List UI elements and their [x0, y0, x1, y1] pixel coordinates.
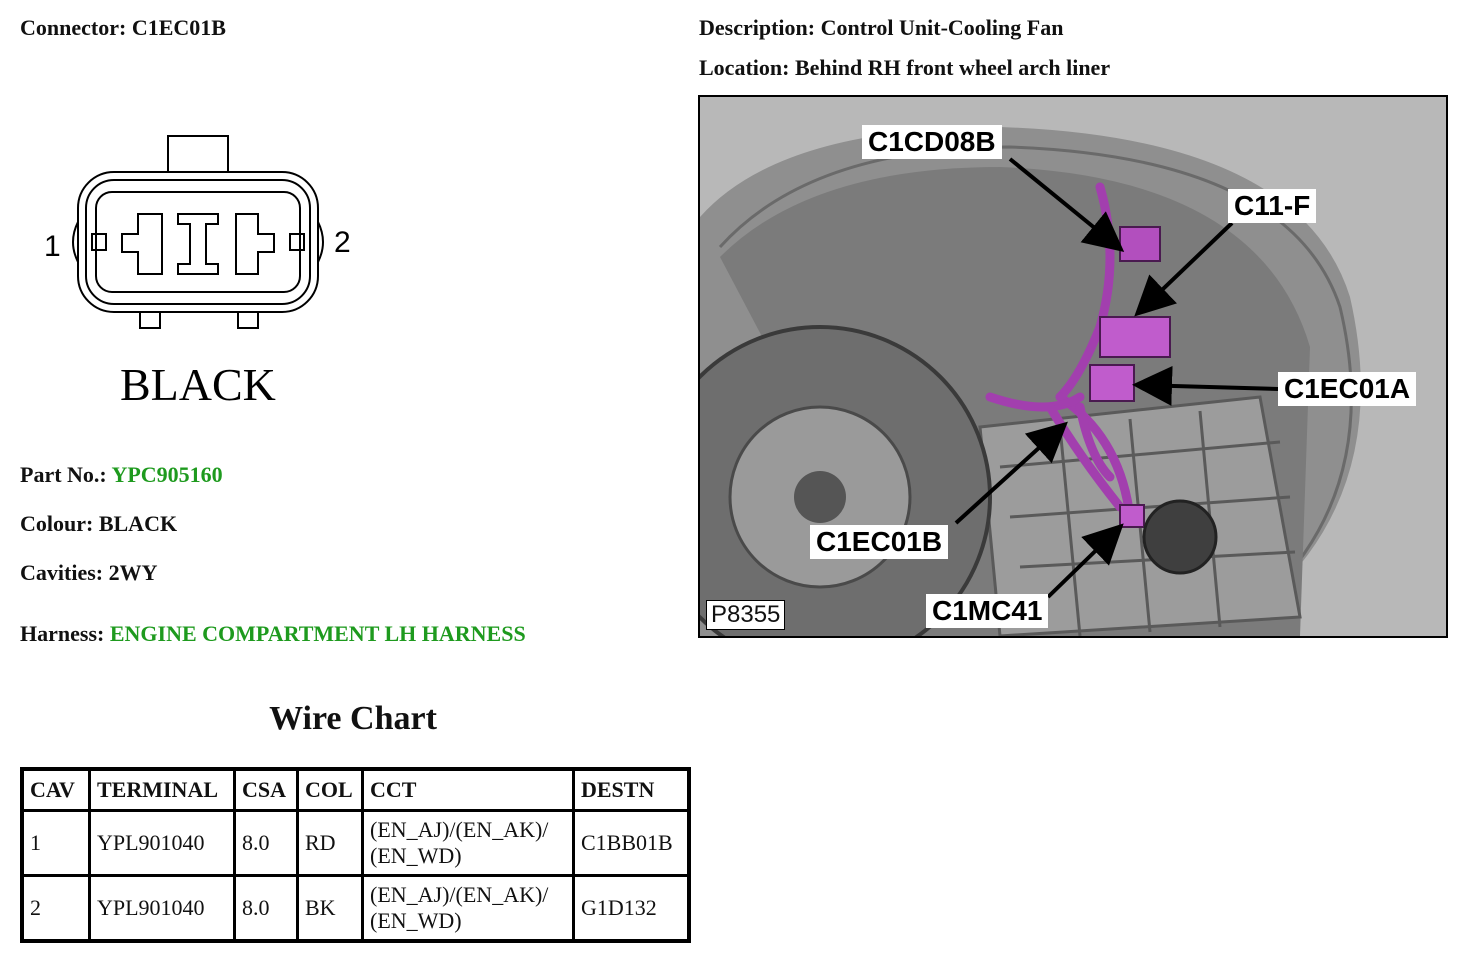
fender-panel — [700, 97, 1446, 636]
connector-housing-inner — [95, 191, 301, 293]
cell-csa: 8.0 — [233, 809, 299, 877]
header-destn: DESTN — [572, 767, 691, 812]
cell-terminal: YPL901040 — [88, 809, 236, 877]
connector-line: Connector: C1EC01B — [20, 15, 226, 41]
connector-housing-mid — [85, 179, 311, 305]
cavities-value: 2WY — [108, 560, 158, 585]
callout-c1ec01a: C1EC01A — [1278, 372, 1417, 406]
pin-2-label: 2 — [334, 226, 351, 259]
right-key — [289, 233, 305, 251]
connector-label: Connector: — [20, 15, 127, 40]
cell-destn: C1BB01B — [572, 809, 691, 877]
pin-1-label: 1 — [44, 230, 61, 263]
photo-reference-label: P8355 — [706, 600, 786, 630]
table-row: 2 YPL901040 8.0 BK (EN_AJ)/(EN_AK)/ (EN_… — [20, 874, 691, 943]
table-header-row: CAV TERMINAL CSA COL CCT DESTN — [20, 767, 691, 812]
connector-c11-f — [1099, 316, 1171, 358]
cavities-line: Cavities: 2WY — [20, 560, 157, 586]
cell-terminal: YPL901040 — [88, 874, 236, 943]
header-terminal: TERMINAL — [88, 767, 236, 812]
left-key — [91, 233, 107, 251]
location-photo-illustration — [700, 97, 1446, 636]
header-cav: CAV — [20, 767, 91, 812]
callout-c1cd08b: C1CD08B — [862, 125, 1002, 159]
callout-c11-f: C11-F — [1228, 189, 1317, 223]
connector-value: C1EC01B — [131, 15, 226, 40]
connector-c1mc41 — [1119, 504, 1145, 528]
part-no-line: Part No.: YPC905160 — [20, 462, 223, 488]
diagram-colour-text: BLACK — [120, 359, 276, 410]
cell-cav: 1 — [20, 809, 91, 877]
cavity-center — [177, 213, 219, 275]
cell-cct: (EN_AJ)/(EN_AK)/ (EN_WD) — [361, 874, 575, 943]
cavities-label: Cavities: — [20, 560, 104, 585]
part-no-label: Part No.: — [20, 462, 107, 487]
colour-value: BLACK — [98, 511, 178, 536]
location-photo: C1CD08B C11-F C1EC01A C1EC01B C1MC41 P83… — [698, 95, 1448, 638]
location-line: Location: Behind RH front wheel arch lin… — [699, 55, 1110, 81]
callout-c1mc41: C1MC41 — [926, 594, 1049, 628]
location-value: Behind RH front wheel arch liner — [794, 55, 1111, 80]
location-label: Location: — [699, 55, 790, 80]
harness-label: Harness: — [20, 621, 105, 646]
cell-col: RD — [296, 809, 364, 877]
cct-line-2: (EN_WD) — [370, 843, 462, 868]
colour-label: Colour: — [20, 511, 94, 536]
header-csa: CSA — [233, 767, 299, 812]
cell-cct: (EN_AJ)/(EN_AK)/ (EN_WD) — [361, 809, 575, 877]
cell-destn: G1D132 — [572, 874, 691, 943]
hub-center — [794, 471, 846, 523]
cell-csa: 8.0 — [233, 874, 299, 943]
header-cct: CCT — [361, 767, 575, 812]
cavity-2 — [235, 213, 275, 275]
leader-arrows — [954, 157, 1279, 599]
cct-line-1: (EN_AJ)/(EN_AK)/ — [370, 882, 549, 907]
wire-chart-table: CAV TERMINAL CSA COL CCT DESTN 1 YPL9010… — [20, 767, 691, 943]
harness-line: Harness: ENGINE COMPARTMENT LH HARNESS — [20, 621, 526, 647]
right-bump — [317, 221, 324, 263]
connector-face-diagram: 1 2 BLACK — [44, 135, 351, 410]
part-no-link[interactable]: YPC905160 — [111, 462, 223, 487]
harness-link[interactable]: ENGINE COMPARTMENT LH HARNESS — [109, 621, 526, 646]
connector-housing-outer — [77, 171, 319, 313]
description-label: Description: — [699, 15, 816, 40]
connector-c1ec01a — [1089, 364, 1135, 402]
table-row: 1 YPL901040 8.0 RD (EN_AJ)/(EN_AK)/ (EN_… — [20, 809, 691, 877]
description-line: Description: Control Unit-Cooling Fan — [699, 15, 1063, 41]
callout-c1ec01b: C1EC01B — [810, 525, 949, 559]
foot-left — [139, 311, 161, 329]
colour-line: Colour: BLACK — [20, 511, 177, 537]
connector-c1cd08b — [1119, 226, 1161, 262]
description-value: Control Unit-Cooling Fan — [820, 15, 1064, 40]
left-bump — [72, 221, 79, 263]
cell-cav: 2 — [20, 874, 91, 943]
foot-right — [237, 311, 259, 329]
connector-latch — [167, 135, 229, 172]
cct-line-1: (EN_AJ)/(EN_AK)/ — [370, 817, 549, 842]
cell-col: BK — [296, 874, 364, 943]
cct-line-2: (EN_WD) — [370, 908, 462, 933]
wire-chart-title: Wire Chart — [269, 700, 437, 737]
header-col: COL — [296, 767, 364, 812]
component-disc — [1142, 499, 1218, 575]
cavity-1 — [121, 213, 163, 275]
